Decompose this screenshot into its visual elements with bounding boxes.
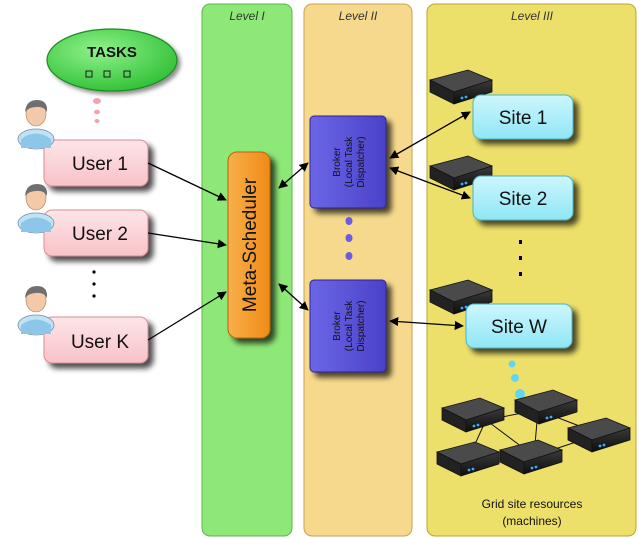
broker-1-box (309, 115, 387, 209)
site-w-label: Site W (491, 317, 547, 338)
ellipsis-dot (519, 256, 522, 260)
tasks-label: TASKS (87, 44, 137, 61)
meta-scheduler-box (227, 151, 271, 339)
grid-resources-sublabel: (machines) (502, 514, 561, 528)
connector-dot (94, 109, 100, 115)
site-2-label: Site 2 (499, 189, 548, 210)
ellipsis-dot (92, 282, 96, 286)
svg-text:Dispatcher): Dispatcher) (356, 136, 367, 187)
svg-text:Broker: Broker (332, 147, 343, 177)
person-icon (17, 99, 55, 150)
svg-text:(Local Task: (Local Task (344, 300, 355, 351)
user-k-label: User K (71, 332, 129, 353)
task-square-icon (103, 70, 111, 78)
ellipsis-dot (345, 217, 353, 225)
task-square-icon (85, 70, 93, 78)
ellipsis-dot (92, 270, 96, 274)
level-2-band (303, 3, 413, 537)
broker-2-box (309, 279, 387, 373)
site-1-box (472, 94, 574, 140)
arrow-meta-broker1 (278, 162, 309, 189)
arrow-meta-broker2 (278, 283, 309, 311)
task-square-icon (123, 70, 131, 78)
connector-dot (93, 98, 101, 104)
user-2-label: User 2 (72, 224, 128, 245)
level-3-label: Level III (511, 9, 554, 23)
arrow-broker2-sitew (389, 317, 464, 330)
connector-dot (511, 374, 519, 382)
svg-text:(Local Task: (Local Task (344, 136, 355, 187)
ellipsis-dot (345, 234, 353, 242)
svg-text:Broker: Broker (332, 311, 343, 341)
site-1-label: Site 1 (499, 108, 548, 129)
meta-scheduler-label: Meta-Scheduler (240, 177, 261, 312)
arrow-broker1-site2 (389, 166, 471, 200)
ellipsis-dot (345, 252, 353, 260)
svg-text:Dispatcher): Dispatcher) (356, 300, 367, 351)
arrow-user2-to-meta (147, 232, 227, 249)
site-w-box (465, 303, 573, 349)
level-2-label: Level II (339, 9, 378, 23)
arrow-userk-to-meta (147, 291, 227, 341)
person-icon (17, 183, 55, 234)
connector-dot (515, 389, 525, 399)
arrow-broker1-site1 (389, 111, 471, 159)
person-icon (17, 285, 55, 336)
ellipsis-dot (92, 294, 96, 298)
level-1-label: Level I (229, 9, 265, 23)
arrow-user1-to-meta (147, 162, 227, 201)
tasks-cloud (46, 28, 178, 92)
broker-1-text: Broker (Local Task Dispatcher) (332, 136, 367, 188)
site-2-box (472, 175, 574, 221)
ellipsis-dot (519, 272, 522, 276)
connector-dot (508, 360, 516, 368)
connector-dot (94, 119, 100, 123)
ellipsis-dot (519, 240, 522, 244)
broker-2-text: Broker (Local Task Dispatcher) (332, 300, 367, 352)
user-1-label: User 1 (72, 154, 128, 175)
grid-resources-label: Grid site resources (482, 497, 583, 511)
